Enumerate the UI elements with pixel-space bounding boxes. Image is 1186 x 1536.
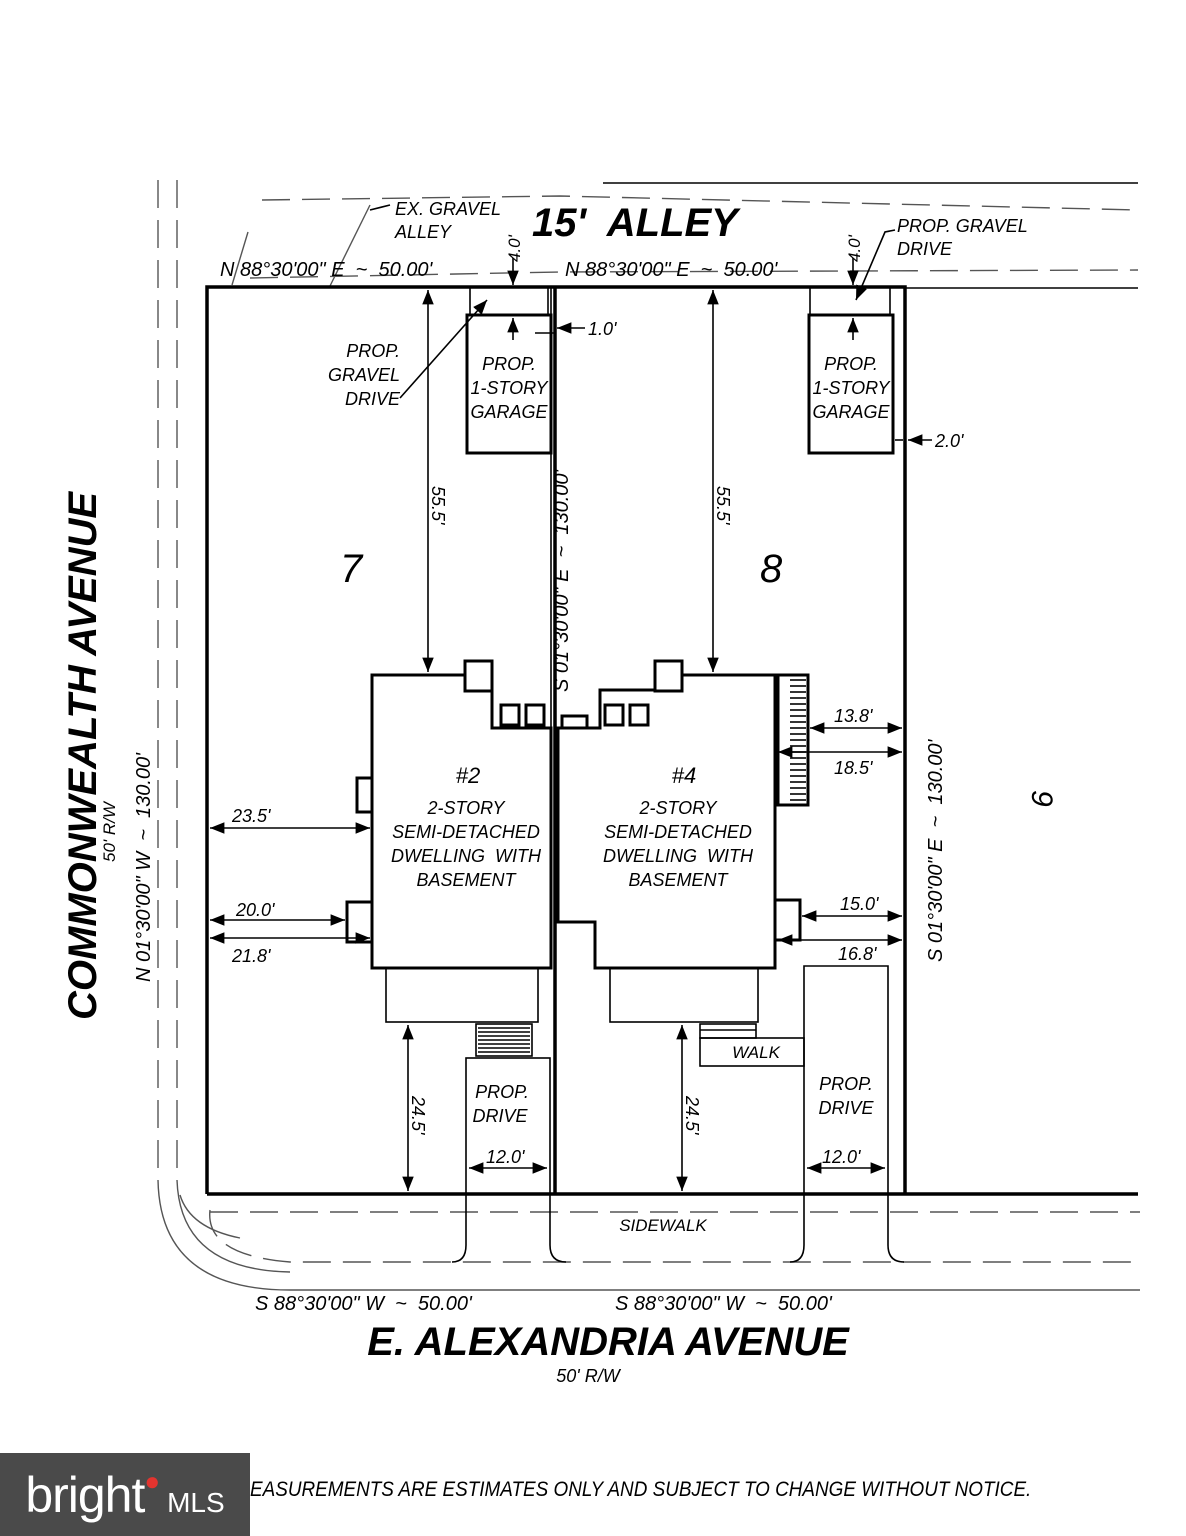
ac-unit2-b [524, 703, 546, 727]
logo-suffix: MLS [167, 1486, 225, 1518]
garage1-line3: GARAGE [470, 402, 548, 422]
unit2-line2: SEMI-DETACHED [392, 822, 540, 842]
garage1-line2: 1-STORY [470, 378, 549, 398]
bay-unit2-a [355, 776, 374, 814]
dim-alley-setback-right: 4.0' [845, 234, 864, 262]
alexandria-rw: 50' R/W [556, 1366, 621, 1386]
drive1-line1: PROP. [475, 1082, 529, 1102]
porch-unit2 [385, 967, 539, 1023]
lot7-number: 7 [340, 547, 364, 591]
dim-east-15: 15.0' [840, 894, 879, 914]
dim-rear-left: 55.5' [428, 486, 448, 525]
logo-brand: bright [25, 1466, 145, 1523]
side-stairs-unit4 [776, 673, 810, 807]
ac-unit2-a [499, 703, 521, 727]
sidewalk-label: SIDEWALK [619, 1216, 707, 1235]
disclaimer-text: EASUREMENTS ARE ESTIMATES ONLY AND SUBJE… [250, 1478, 1032, 1501]
unit4-number: #4 [672, 763, 696, 788]
garage2-line3: GARAGE [812, 402, 890, 422]
unit2-line4: BASEMENT [416, 870, 517, 890]
drive-lot7 [465, 1057, 551, 1195]
garage2-line2: 1-STORY [812, 378, 891, 398]
bearing-south-lot8: S 88°30'00" W ~ 50.00' [615, 1293, 833, 1315]
stoop-unit4-rear [653, 659, 684, 693]
drive-lot8 [803, 965, 889, 1194]
walk [699, 1037, 805, 1067]
logo-dot-icon: ● [144, 1465, 160, 1496]
garage-lot7 [465, 313, 553, 455]
drive2-line1: PROP. [819, 1074, 873, 1094]
bearing-middle: S 01°30'00" E ~ 130.00' [551, 468, 573, 692]
dim-front-right: 24.5' [682, 1095, 702, 1135]
porch-unit4 [609, 967, 759, 1023]
gravel-drive-right-line2: DRIVE [897, 239, 953, 259]
bearing-north-lot8: N 88°30'00" E ~ 50.00' [565, 259, 779, 281]
front-stairs-unit2 [475, 1023, 533, 1057]
gravel-drive-right-line1: PROP. GRAVEL [897, 216, 1028, 236]
gravel-drive-left-line2: GRAVEL [328, 365, 400, 385]
dim-garage-side-right: 2.0' [934, 431, 964, 451]
dim-west-20: 20.0' [235, 900, 275, 920]
commonwealth-row-lines [157, 180, 1140, 1291]
unit4-line4: BASEMENT [628, 870, 729, 890]
dim-rear-right: 55.5' [713, 486, 733, 525]
commonwealth-rw: 50' R/W [100, 800, 119, 862]
bay-unit2-b [345, 900, 374, 944]
bay-unit4 [773, 898, 802, 942]
meter-box [560, 714, 589, 730]
unit2-number: #2 [456, 763, 480, 788]
alexandria-avenue: E. ALEXANDRIA AVENUE [367, 1320, 850, 1364]
drive-apron-left [451, 1194, 567, 1263]
bearing-west: N 01°30'00" W ~ 130.00' [133, 752, 155, 982]
garage2-line1: PROP. [824, 354, 878, 374]
dim-east-13: 13.8' [834, 706, 873, 726]
dim-east-16: 16.8' [838, 944, 877, 964]
drive1-line2: DRIVE [472, 1106, 528, 1126]
garage-lot8 [807, 313, 895, 455]
dim-garage-side-left: 1.0' [588, 319, 617, 339]
lot8-number: 8 [760, 547, 783, 591]
bearing-south-lot7: S 88°30'00" W ~ 50.00' [255, 1293, 473, 1315]
drive-apron-right [789, 1194, 905, 1263]
alley-name: 15' ALLEY [532, 201, 741, 245]
unit4-line2: SEMI-DETACHED [604, 822, 752, 842]
drive2-line2: DRIVE [818, 1098, 874, 1118]
dim-east-18: 18.5' [834, 758, 873, 778]
bearing-east: S 01°30'00" E ~ 130.00' [925, 738, 947, 962]
unit2-line3: DWELLING WITH [391, 846, 542, 866]
unit2-line1: 2-STORY [426, 798, 506, 818]
dim-drive-width-left: 12.0' [486, 1147, 525, 1167]
dim-front-left: 24.5' [408, 1095, 428, 1135]
stoop-unit2-rear [463, 659, 494, 693]
gravel-drive-left-line3: DRIVE [345, 389, 401, 409]
dim-west-21: 21.8' [231, 946, 271, 966]
front-stairs-unit4 [699, 1023, 757, 1039]
lot9-number: 9 [1025, 790, 1058, 807]
unit4-line3: DWELLING WITH [603, 846, 754, 866]
ex-gravel-line2: ALLEY [394, 222, 453, 242]
unit4-line1: 2-STORY [638, 798, 718, 818]
ac-unit4-b [628, 703, 650, 727]
dwelling-unit4 [556, 673, 777, 970]
dim-west-23: 23.5' [231, 806, 271, 826]
dim-drive-width-right: 12.0' [822, 1147, 861, 1167]
dim-alley-setback-left: 4.0' [505, 234, 524, 262]
alley-lines [231, 182, 1139, 289]
commonwealth-avenue: COMMONWEALTH AVENUE [61, 491, 105, 1020]
ex-gravel-line1: EX. GRAVEL [395, 199, 501, 219]
garage1-line1: PROP. [482, 354, 536, 374]
walk-label: WALK [732, 1043, 781, 1062]
brightmls-logo: bright●MLS [0, 1453, 250, 1536]
ac-unit4-a [603, 703, 625, 727]
dimension-lines [210, 204, 932, 1191]
bearing-north-lot7: N 88°30'00" E ~ 50.00' [220, 259, 434, 281]
gravel-drive-left-line1: PROP. [346, 341, 400, 361]
